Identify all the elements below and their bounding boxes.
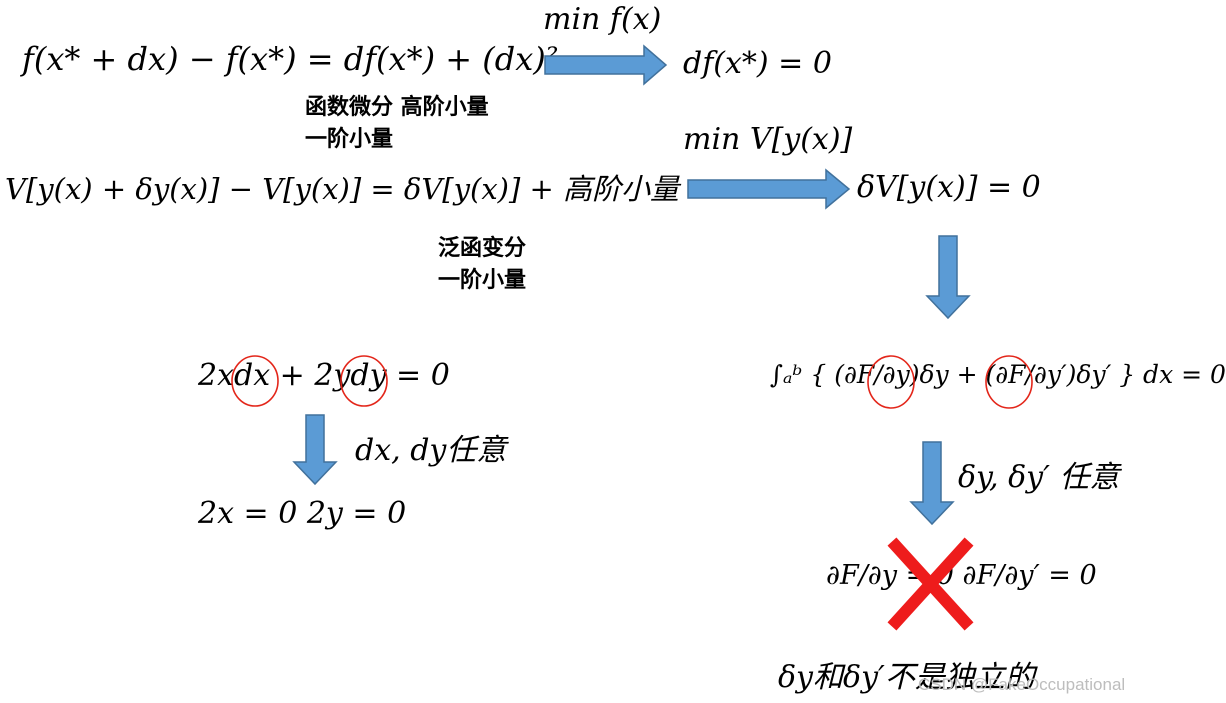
label-first-order-small-1: 一阶小量 — [305, 127, 394, 152]
equation-partials-zero: ∂F/∂y = 0 ∂F/∂y′ = 0 — [826, 560, 1097, 591]
right-arrow-min-f — [544, 44, 668, 86]
equation-df-zero: df(x*) = 0 — [683, 46, 832, 81]
equation-functional-difference: V[y(x) + δy(x)] − V[y(x)] = δV[y(x)] + 高… — [5, 172, 680, 206]
equation-variation-integral: ∫ₐᵇ { (∂F/∂y)δy + (∂F/∂y′)δy′ } dx = 0 — [770, 360, 1226, 389]
text-dx-dy-arbitrary: dx, dy任意 — [355, 433, 507, 468]
right-arrow-min-v — [687, 168, 851, 210]
text-dy-dyprime-arbitrary: δy, δy′ 任意 — [958, 460, 1120, 495]
circle-dy — [340, 355, 388, 407]
min-v-label: min V[y(x)] — [683, 122, 853, 157]
down-arrow-left — [292, 414, 338, 486]
circle-delta-y — [867, 355, 915, 409]
text-not-independent: δy和δy′不是独立的 — [778, 660, 1035, 695]
circle-dx — [231, 355, 279, 407]
min-f-label: min f(x) — [543, 2, 662, 37]
circle-delta-yprime — [985, 355, 1033, 409]
equation-total-differential: 2xdx + 2ydy = 0 — [198, 358, 450, 393]
down-arrow-to-integral — [925, 235, 971, 320]
diagram-canvas: f(x* + dx) − f(x*) = df(x*) + (dx)² min … — [5, 2, 1226, 695]
equation-result-zero: 2x = 0 2y = 0 — [198, 496, 407, 531]
equation-function-difference: f(x* + dx) − f(x*) = df(x*) + (dx)² — [22, 40, 559, 78]
label-first-order-small-2: 一阶小量 — [438, 268, 527, 293]
equation-variation-zero: δV[y(x)] = 0 — [857, 170, 1041, 205]
diagram-graphics — [231, 44, 1033, 631]
label-function-differential: 函数微分 高阶小量 — [305, 95, 489, 120]
red-x-icon — [887, 537, 974, 631]
label-functional-variation: 泛函变分 — [438, 236, 527, 261]
down-arrow-to-partials — [909, 441, 955, 526]
watermark: CSDN @FakeOccupational — [918, 675, 1126, 694]
